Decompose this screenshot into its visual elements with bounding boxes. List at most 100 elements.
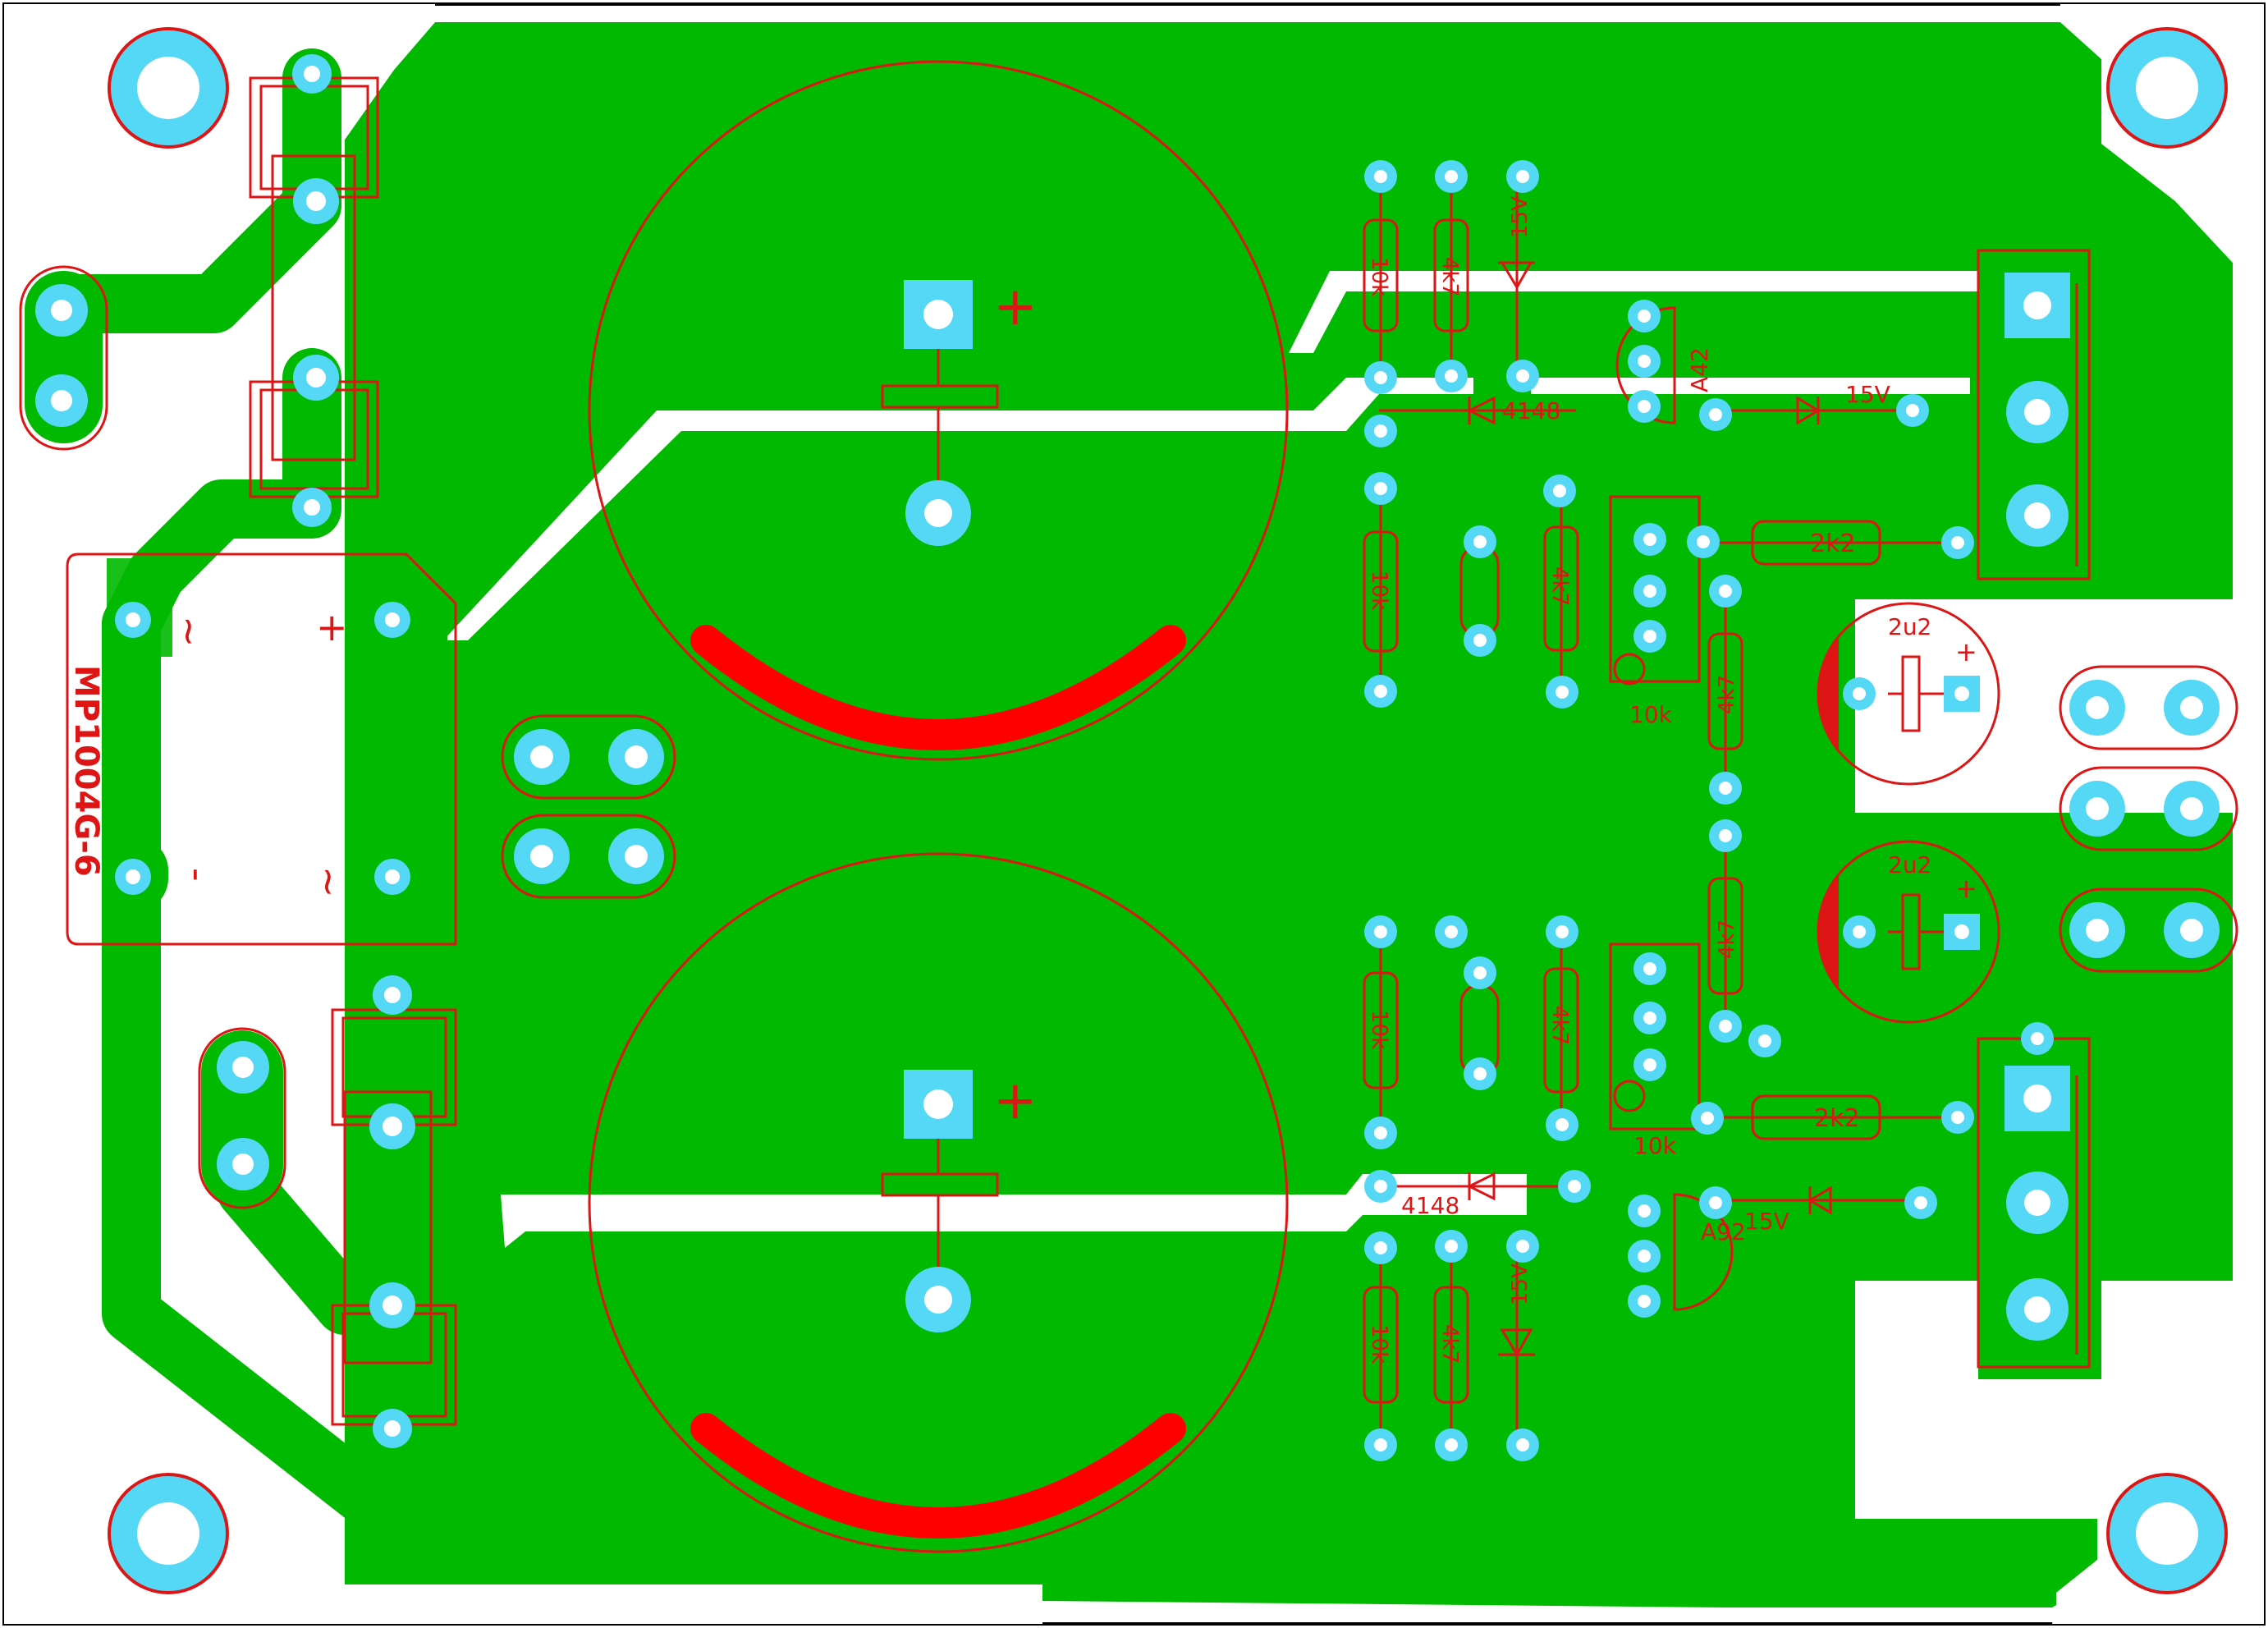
pad-hole [1374, 925, 1387, 938]
pad-hole [2180, 696, 2203, 719]
r-bot-2k2-label: 2k2 [1814, 1104, 1860, 1133]
pad-hole [383, 1296, 402, 1315]
mounting-hole-top-left [108, 27, 229, 149]
mounting-hole-bottom-left [108, 1473, 229, 1594]
pad-hole [1906, 404, 1919, 417]
pad-hole [126, 869, 140, 884]
q-bot-label: A92 [1701, 1218, 1746, 1245]
pad-hole [1445, 1240, 1458, 1253]
pad-hole [306, 191, 326, 211]
pad-hole [1719, 782, 1732, 795]
pad-hole [1374, 424, 1387, 438]
r-top-4k7-a-label: 4k7 [1437, 257, 1462, 296]
pad-hole [1709, 408, 1722, 421]
pad-hole [1374, 371, 1387, 384]
pad-hole [1954, 924, 1969, 939]
r-mid-4k7-top-label: 4k7 [1715, 675, 1739, 714]
pad-hole [1473, 1067, 1487, 1080]
pad-hole [1553, 484, 1566, 498]
r-top-2k2-label: 2k2 [1810, 530, 1856, 558]
pad-hole [1516, 1240, 1529, 1253]
silkscreen-text: MP1004G-6 ~ + - ~ + + 10k 4k7 15V A42 41… [67, 196, 1977, 1364]
pad-hole [1719, 585, 1732, 598]
r-bot-4k7-a-label: 4k7 [1437, 1324, 1462, 1364]
pad-hole [1643, 962, 1656, 975]
pad-hole [1638, 355, 1651, 368]
pad-hole [2024, 399, 2050, 425]
pad-hole [2180, 797, 2203, 820]
pot-top-label: 10k [1629, 701, 1673, 728]
pad-hole [2086, 696, 2109, 719]
capacitor-2-band [690, 1413, 1186, 1539]
pad-hole [2024, 1190, 2050, 1216]
pad-hole [385, 612, 400, 627]
pad-hole [1719, 1020, 1732, 1033]
pad-hole [1473, 634, 1487, 647]
pad-hole [51, 390, 72, 411]
capacitor-1-band [690, 625, 1186, 750]
d-bot-4148-label: 4148 [1401, 1192, 1459, 1219]
mounting-hole-top-right [2106, 27, 2228, 149]
pad-hole [1374, 1180, 1387, 1193]
z-top-15v-a-label: 15V [1508, 196, 1533, 238]
pad-hole [2024, 502, 2050, 529]
pad-hole [1638, 400, 1651, 413]
pad-hole [384, 987, 401, 1003]
pad-hole [530, 845, 553, 868]
pad-hole [1638, 1250, 1651, 1263]
bridge-minus-label: - [176, 868, 220, 882]
pad-hole [1643, 585, 1656, 598]
copper-gap-top-band [1289, 271, 2101, 353]
r-bot-10k-a-label: 10k [1367, 1324, 1391, 1364]
pad-hole [232, 1153, 254, 1175]
bridge-ac1-label: ~ [167, 616, 212, 648]
pad-hole [304, 499, 320, 516]
capacitor-2-outline [588, 852, 1289, 1553]
pad-hole [1374, 685, 1387, 698]
pad-hole [1445, 369, 1458, 383]
pad-hole [1516, 170, 1529, 183]
pad-hole [384, 1420, 401, 1437]
pad-hole [1374, 1241, 1387, 1254]
z-top-15v-b-label: 15V [1845, 381, 1890, 408]
diode-symbols [1379, 185, 1921, 1445]
capacitor-1-outline [588, 60, 1289, 761]
pad-hole [1643, 1058, 1656, 1071]
pad-hole [1374, 170, 1387, 183]
pad-hole [1638, 1295, 1651, 1308]
pad-hole [385, 869, 400, 884]
pad-hole [304, 66, 320, 82]
silkscreen-layer [19, 60, 2238, 1553]
pad-hole [1638, 310, 1651, 323]
c-top-2u2-label: 2u2 [1888, 613, 1931, 640]
pad-hole [383, 1117, 402, 1136]
pad-hole [1758, 1034, 1771, 1048]
pad-hole [1643, 533, 1656, 546]
bridge-plus-label: + [316, 605, 348, 649]
pad-hole [1516, 1438, 1529, 1451]
bridge-ac2-label: ~ [307, 866, 351, 898]
pad-hole [1568, 1180, 1581, 1193]
pad-hole [1445, 170, 1458, 183]
pad-hole [2180, 919, 2203, 942]
bridge-rectifier-outline [66, 553, 457, 946]
pad-hole [232, 1057, 254, 1078]
pads [35, 54, 2220, 1461]
cap2-plus-label: + [993, 1071, 1038, 1131]
mounting-hole-bottom-right [2106, 1473, 2228, 1594]
pad-hole [1697, 535, 1710, 548]
pad-hole [1643, 630, 1656, 643]
pad-hole [2031, 1032, 2044, 1045]
pad-hole [625, 845, 648, 868]
pad-hole [530, 745, 553, 768]
r-bot-4k7-b-label: 4k7 [1547, 1006, 1572, 1045]
pad-hole [1556, 925, 1569, 938]
q-top-label: A42 [1686, 347, 1713, 392]
pad-hole [1445, 1438, 1458, 1451]
pad-hole [1853, 687, 1866, 700]
pad-hole [1473, 966, 1487, 979]
pad-hole [51, 300, 72, 321]
c-top-2u2-plus-label: + [1955, 636, 1977, 667]
cap1-plus-label: + [993, 277, 1038, 337]
